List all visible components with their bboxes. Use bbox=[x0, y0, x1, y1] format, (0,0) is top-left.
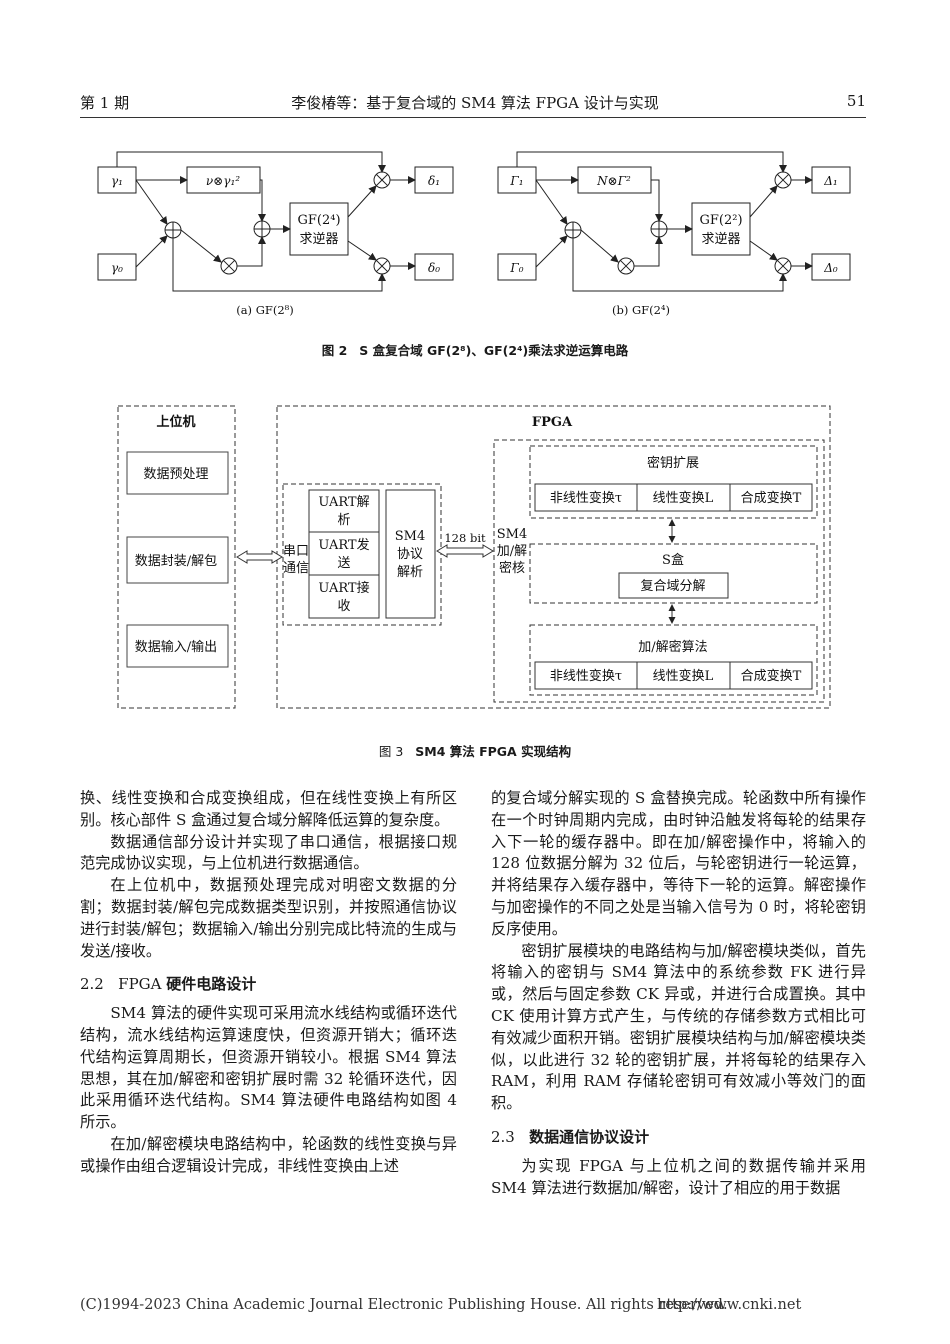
cnki-url: http://www.cnki.net bbox=[657, 1297, 802, 1313]
fig3-uart-recv-1: UART接 bbox=[318, 580, 369, 596]
section-2-2-heading: 2.2 FPGA 硬件电路设计 bbox=[80, 974, 457, 996]
copyright-text: (C)1994-2023 China Academic Journal Elec… bbox=[80, 1297, 728, 1313]
fig3-sbox-sub: 复合域分解 bbox=[640, 579, 705, 594]
left-paragraph-1: 换、线性变换和合成变换组成，但在线性变换上有所区别。核心部件 S 盒通过复合域分… bbox=[80, 789, 457, 829]
fig3-enc-composite: 合成变换T bbox=[741, 668, 802, 684]
fig3-host-item-io: 数据输入/输出 bbox=[135, 639, 217, 655]
fig2b-Gamma0: Γ₀ bbox=[509, 261, 523, 275]
fig2a-gamma1: γ₁ bbox=[111, 174, 123, 188]
section-2-3-heading: 2.3 数据通信协议设计 bbox=[491, 1127, 866, 1149]
fig3-enc-title: 加/解密算法 bbox=[638, 639, 707, 655]
fig3-enc-linear: 线性变换L bbox=[653, 668, 714, 684]
figure-3-caption-text: SM4 算法 FPGA 实现结构 bbox=[415, 744, 572, 759]
fig2b-subcaption: (b) GF(2⁴) bbox=[612, 303, 670, 317]
left-column: 换、线性变换和合成变换组成，但在线性变换上有所区别。核心部件 S 盒通过复合域分… bbox=[80, 788, 457, 1178]
figure-3-caption-number: 图 3 bbox=[378, 744, 404, 759]
figure-2-caption: 图 2 S 盒复合域 GF(2⁸)、GF(2⁴)乘法求逆运算电路 bbox=[0, 340, 950, 359]
fig3-key-title: 密钥扩展 bbox=[647, 455, 699, 471]
fig3-proto-3: 解析 bbox=[397, 565, 423, 580]
fig3-enc-nonlinear: 非线性变换τ bbox=[550, 668, 622, 684]
fig2a-inverter-label: 求逆器 bbox=[299, 231, 338, 247]
running-header-issue: 第 1 期 bbox=[80, 94, 130, 112]
fig2a-delta1: δ₁ bbox=[428, 174, 440, 188]
fig3-key-composite: 合成变换T bbox=[741, 490, 802, 506]
right-paragraph-3: 为实现 FPGA 与上位机之间的数据传输并采用 SM4 算法进行数据加/解密，设… bbox=[491, 1156, 866, 1197]
fig3-uart-parse-1: UART解 bbox=[318, 495, 369, 510]
left-paragraph-2: 数据通信部分设计并实现了串口通信，根据接口规范完成协议实现，与上位机进行数据通信… bbox=[80, 832, 457, 873]
fig3-key-linear: 线性变换L bbox=[653, 490, 714, 506]
fig3-core-3: 密核 bbox=[499, 560, 525, 576]
figure-3-diagram: 上位机 数据预处理 数据封装/解包 数据输入/输出 FPGA 串口 通信 UAR… bbox=[117, 405, 831, 709]
section-2-2-title: 硬件电路设计 bbox=[166, 975, 257, 994]
fig3-host-item-pack: 数据封装/解包 bbox=[135, 554, 217, 569]
right-column: 的复合域分解实现的 S 盒替换完成。轮函数中所有操作在一个时钟周期内完成，由时钟… bbox=[491, 788, 866, 1199]
section-2-3-number: 2.3 bbox=[491, 1127, 515, 1146]
running-header-title: 李俊椿等：基于复合域的 SM4 算法 FPGA 设计与实现 bbox=[291, 94, 659, 112]
fig3-host-item-preprocess: 数据预处理 bbox=[143, 467, 208, 482]
fig2b-Gamma1: Γ₁ bbox=[509, 174, 523, 188]
figure-2-caption-number: 图 2 bbox=[321, 343, 348, 358]
fig3-bus-width: 128 bit bbox=[444, 531, 486, 545]
fig2b-inverter-field: GF(2²) bbox=[699, 213, 742, 228]
fig3-uart-recv-2: 收 bbox=[337, 599, 350, 614]
section-2-2-prefix: FPGA bbox=[118, 975, 162, 994]
left-paragraph-3: 在上位机中，数据预处理完成对明密文数据的分割；数据封装/解包完成数据类型识别，并… bbox=[80, 876, 457, 960]
fig2b-inverter-label: 求逆器 bbox=[701, 231, 740, 247]
header-rule bbox=[80, 117, 866, 118]
fig3-fpga-title: FPGA bbox=[532, 415, 573, 430]
fig2a-mul-box: ν⊗γ₁² bbox=[206, 174, 240, 188]
copyright-footer: (C)1994-2023 China Academic Journal Elec… bbox=[80, 1297, 880, 1313]
right-paragraph-2: 密钥扩展模块的电路结构与加/解密模块类似，首先将输入的密钥与 SM4 算法中的系… bbox=[491, 941, 866, 1113]
fig3-proto-2: 协议 bbox=[397, 547, 423, 562]
fig3-uart-send-2: 送 bbox=[337, 556, 350, 571]
fig2a-subcaption: (a) GF(2⁸) bbox=[236, 303, 294, 317]
fig3-proto-1: SM4 bbox=[395, 529, 426, 544]
fig3-sbox-title: S盒 bbox=[662, 552, 684, 568]
figure-2-diagram: γ₁ γ₀ ν⊗γ₁² δ₁ δ₀ Γ₁ Γ₀ N⊗Γ² Δ₁ Δ₀ GF(2⁴… bbox=[97, 151, 851, 317]
page-number: 51 bbox=[846, 92, 866, 110]
fig3-core-1: SM4 bbox=[497, 527, 528, 542]
fig2a-inverter-field: GF(2⁴) bbox=[297, 213, 340, 228]
fig3-core-2: 加/解 bbox=[497, 544, 527, 559]
fig2a-delta0: δ₀ bbox=[428, 261, 440, 275]
section-2-3-title: 数据通信协议设计 bbox=[529, 1127, 650, 1146]
right-paragraph-1: 的复合域分解实现的 S 盒替换完成。轮函数中所有操作在一个时钟周期内完成，由时钟… bbox=[491, 789, 866, 938]
fig2a-gamma0: γ₀ bbox=[111, 261, 123, 275]
figure-3-caption: 图 3 SM4 算法 FPGA 实现结构 bbox=[0, 741, 950, 760]
fig3-uart-send-1: UART发 bbox=[318, 537, 369, 553]
left-paragraph-4: SM4 算法的硬件实现可采用流水线结构或循环迭代结构，流水线结构运算速度快，但资… bbox=[80, 1004, 457, 1132]
fig3-key-nonlinear: 非线性变换τ bbox=[550, 490, 622, 506]
fig3-host-title: 上位机 bbox=[156, 414, 195, 430]
fig3-serial-line2: 通信 bbox=[283, 561, 309, 576]
fig3-uart-parse-2: 析 bbox=[337, 513, 350, 528]
fig2b-mul-box: N⊗Γ² bbox=[596, 174, 631, 188]
fig3-serial-line1: 串口 bbox=[283, 544, 309, 559]
fig2b-Delta0: Δ₀ bbox=[823, 261, 838, 275]
section-2-2-number: 2.2 bbox=[80, 975, 104, 994]
figure-2-caption-text: S 盒复合域 GF(2⁸)、GF(2⁴)乘法求逆运算电路 bbox=[359, 343, 629, 358]
left-paragraph-5: 在加/解密模块电路结构中，轮函数的线性变换与异或操作由组合逻辑设计完成，非线性变… bbox=[80, 1134, 457, 1175]
fig2b-Delta1: Δ₁ bbox=[823, 174, 837, 188]
